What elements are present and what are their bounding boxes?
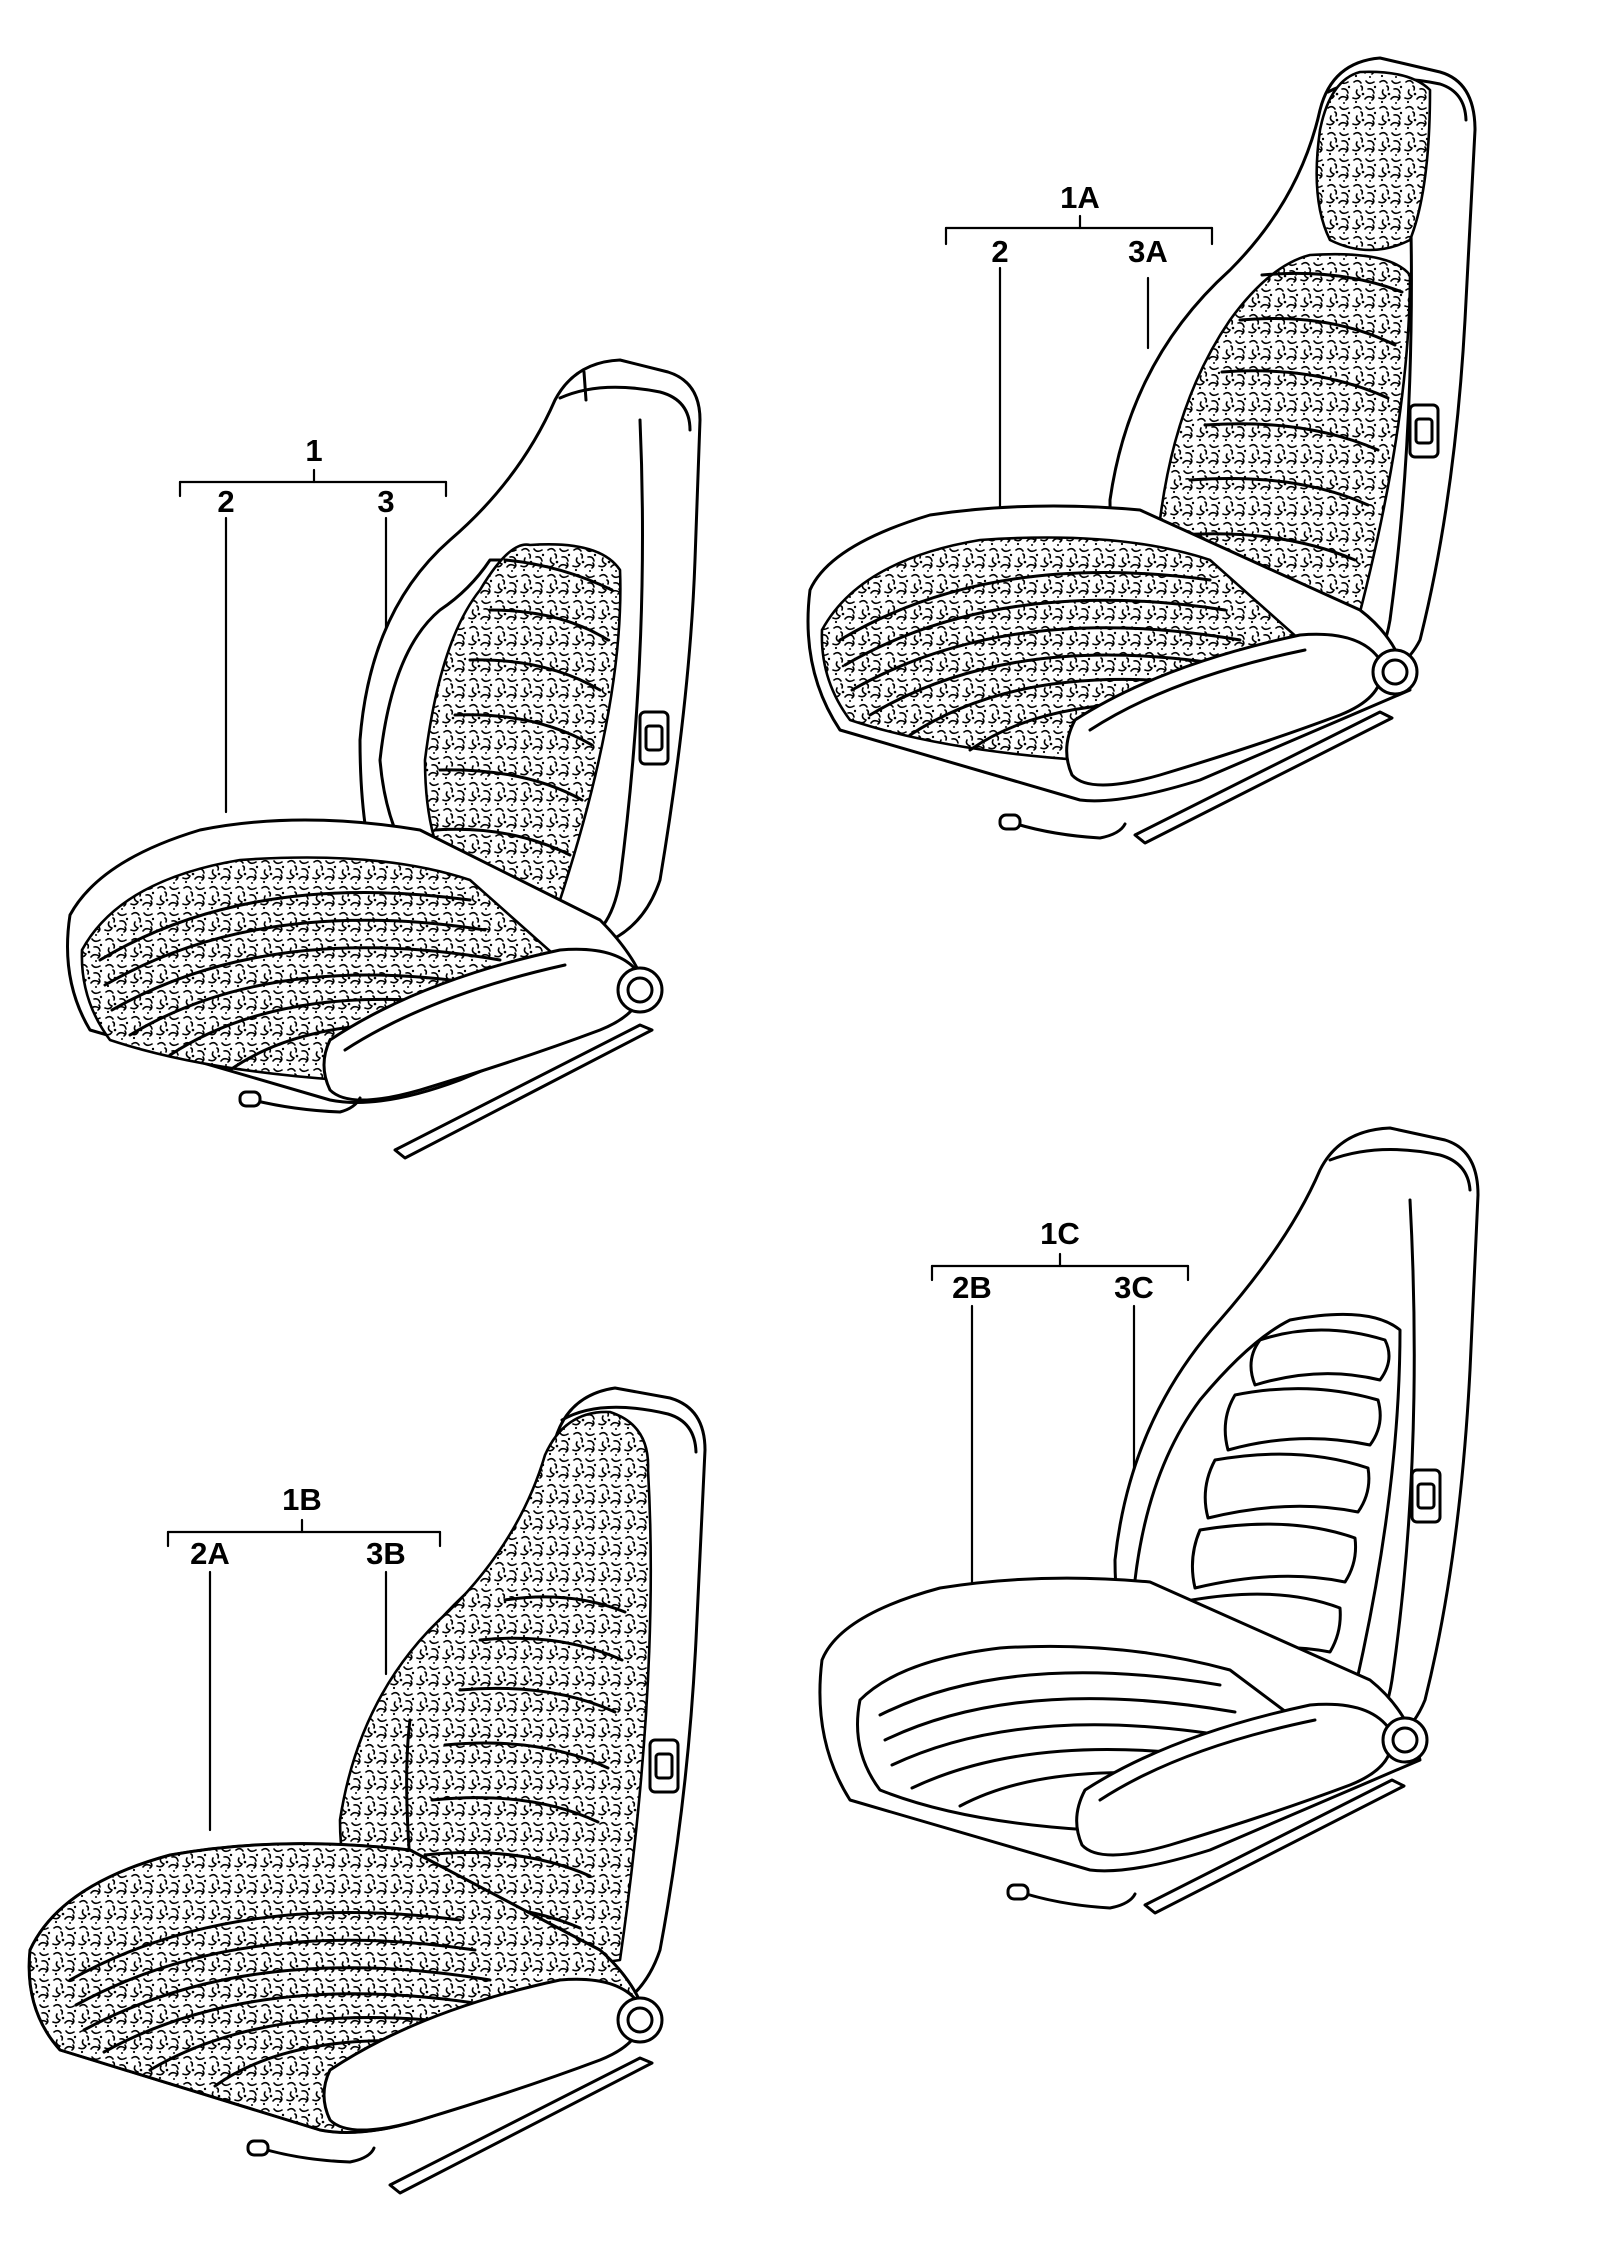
callout-1b: 1B 2A 3B [166,1482,442,1832]
callout-label-1c: 1C [1040,1216,1080,1251]
headrest-fabric-1a [1315,70,1432,252]
callout-1c: 1C 2B 3C [930,1216,1190,1600]
seat-front-roll [322,947,644,1102]
recline-knob-1a [1371,648,1419,696]
callout-label-1a: 1A [1060,180,1100,215]
part-label-2b: 2B [952,1270,992,1305]
callout-1a: 1A 2 3A [944,180,1214,510]
part-label-3b: 3B [366,1536,406,1571]
part-label-2a: 2A [190,1536,230,1571]
seat-1b: 1B 2A 3B [27,1386,707,2195]
recline-knob-1c [1381,1716,1429,1764]
part-label-2: 2 [217,484,234,519]
seat-1a: 1A 2 3A [806,56,1477,845]
part-label-3a: 3A [1128,234,1168,269]
seat-front-roll-1a [1065,632,1384,787]
callout-label-1: 1 [305,433,322,468]
part-label-2-1a: 2 [991,234,1008,269]
recline-knob-1b [616,1996,664,2044]
seat-front-roll-1c [1075,1702,1394,1857]
recline-knob [616,966,664,1014]
seat-1: 1 2 3 [66,358,702,1160]
part-label-3c: 3C [1114,1270,1154,1305]
seat-1c: 1C 2B 3C [818,1126,1480,1915]
part-label-3: 3 [377,484,394,519]
callout-label-1b: 1B [282,1482,322,1517]
seat-front-roll-1b [322,1977,644,2132]
